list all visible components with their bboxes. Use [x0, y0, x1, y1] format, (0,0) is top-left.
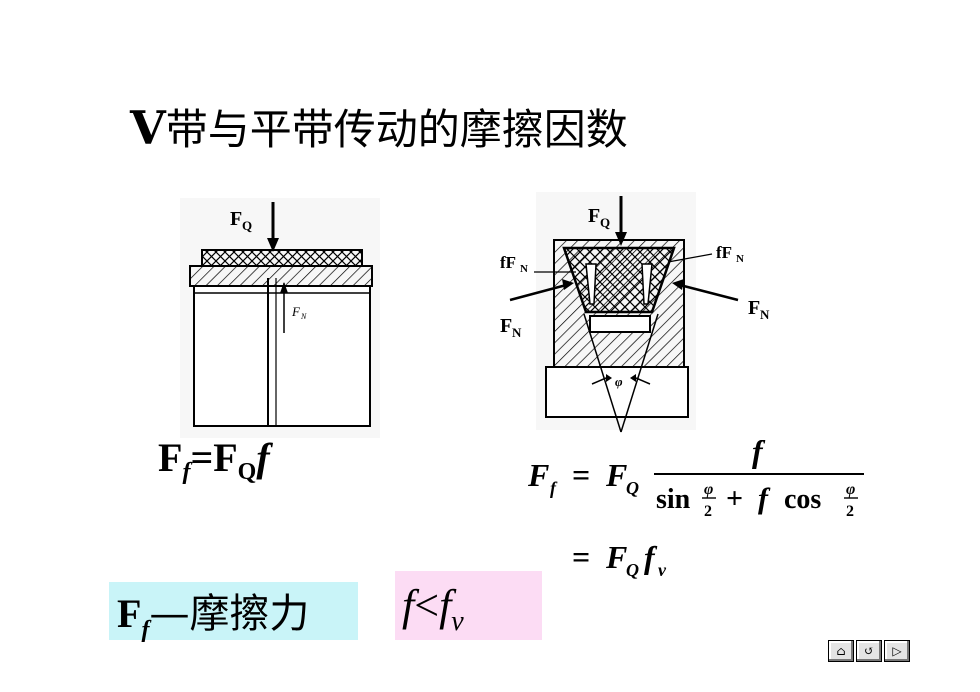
definition-text: Ff—摩擦力 — [117, 590, 309, 654]
v-fq2: F — [605, 539, 627, 575]
flat-belt-figure: F Q F N — [180, 198, 380, 438]
inequality-box — [395, 571, 542, 640]
v-belt-figure: F Q fF N fF N F N F N φ — [500, 192, 770, 433]
load-label: F — [230, 208, 242, 230]
angle-label: φ — [615, 374, 623, 389]
slide-navigation: ⌂ ↺ ▷ — [828, 640, 910, 662]
flat-belt-formula: Ff=FQf — [158, 434, 270, 486]
normal-label: F — [291, 304, 301, 319]
friction-left-label: fF — [500, 253, 516, 272]
next-icon: ▷ — [892, 644, 902, 658]
v-eq: = — [572, 457, 590, 493]
v-sin: sin — [656, 484, 691, 515]
title-prefix: V — [130, 101, 166, 155]
flat-lhs: F — [158, 435, 183, 480]
def-symbol: F — [117, 591, 142, 636]
normal-left-sub: N — [512, 325, 522, 340]
inequality-text: f<fv — [402, 578, 464, 650]
normal-right-label: F — [748, 297, 760, 319]
friction-right-sub: N — [736, 253, 744, 265]
friction-left-sub: N — [520, 263, 528, 275]
ineq-lhs: f — [402, 581, 415, 630]
v-load-label: F — [588, 205, 600, 227]
left-normal-arrow — [509, 282, 571, 302]
ineq-rhs: f — [439, 581, 452, 630]
v-fv-sub: v — [658, 560, 667, 580]
v-phi-1: φ — [704, 481, 713, 498]
flat-eq: =F — [190, 435, 238, 480]
title-text: 带与平带传动的摩擦因数 — [165, 105, 628, 154]
return-icon: ↺ — [863, 644, 875, 658]
def-label: —摩擦力 — [149, 591, 310, 637]
back-button[interactable]: ↺ — [856, 640, 882, 662]
v-eq2: = — [572, 539, 590, 575]
right-normal-arrow — [675, 282, 739, 302]
load-sub: Q — [242, 218, 252, 233]
v-two-1: 2 — [704, 503, 712, 520]
home-icon: ⌂ — [836, 644, 846, 658]
normal-left-label: F — [500, 315, 512, 337]
normal-right-sub: N — [760, 307, 770, 322]
v-load-sub: Q — [600, 215, 610, 230]
v-cos: cos — [784, 484, 821, 515]
flat-f: f — [256, 435, 270, 480]
v-lhs-sub: f — [550, 478, 558, 498]
v-numerator: f — [752, 440, 766, 469]
page-title: V带与平带传动的摩擦因数 — [130, 100, 628, 158]
v-f2: f — [758, 482, 771, 515]
v-belt-formula: F f = F Q f sin φ 2 + f cos φ 2 = F Q f … — [527, 440, 864, 580]
ineq-rhs-sub: v — [451, 606, 464, 637]
v-fq2-sub: Q — [626, 560, 639, 580]
v-fq: F — [605, 457, 627, 493]
definition-box — [109, 582, 358, 640]
normal-sub: N — [300, 312, 307, 321]
v-lhs: F — [527, 457, 549, 493]
flat-belt — [201, 249, 363, 267]
v-two-2: 2 — [846, 503, 854, 520]
v-phi-2: φ — [846, 481, 855, 498]
pulley-body — [193, 285, 371, 427]
v-plus: + — [726, 482, 743, 515]
friction-right-label: fF — [716, 243, 732, 262]
v-fq-sub: Q — [626, 478, 639, 498]
ineq-op: < — [414, 581, 440, 630]
next-button[interactable]: ▷ — [884, 640, 910, 662]
flat-q-sub: Q — [237, 459, 257, 485]
flat-lhs-sub: f — [182, 459, 191, 485]
home-button[interactable]: ⌂ — [828, 640, 854, 662]
v-fv: f — [644, 539, 658, 575]
def-sub: f — [141, 617, 150, 643]
